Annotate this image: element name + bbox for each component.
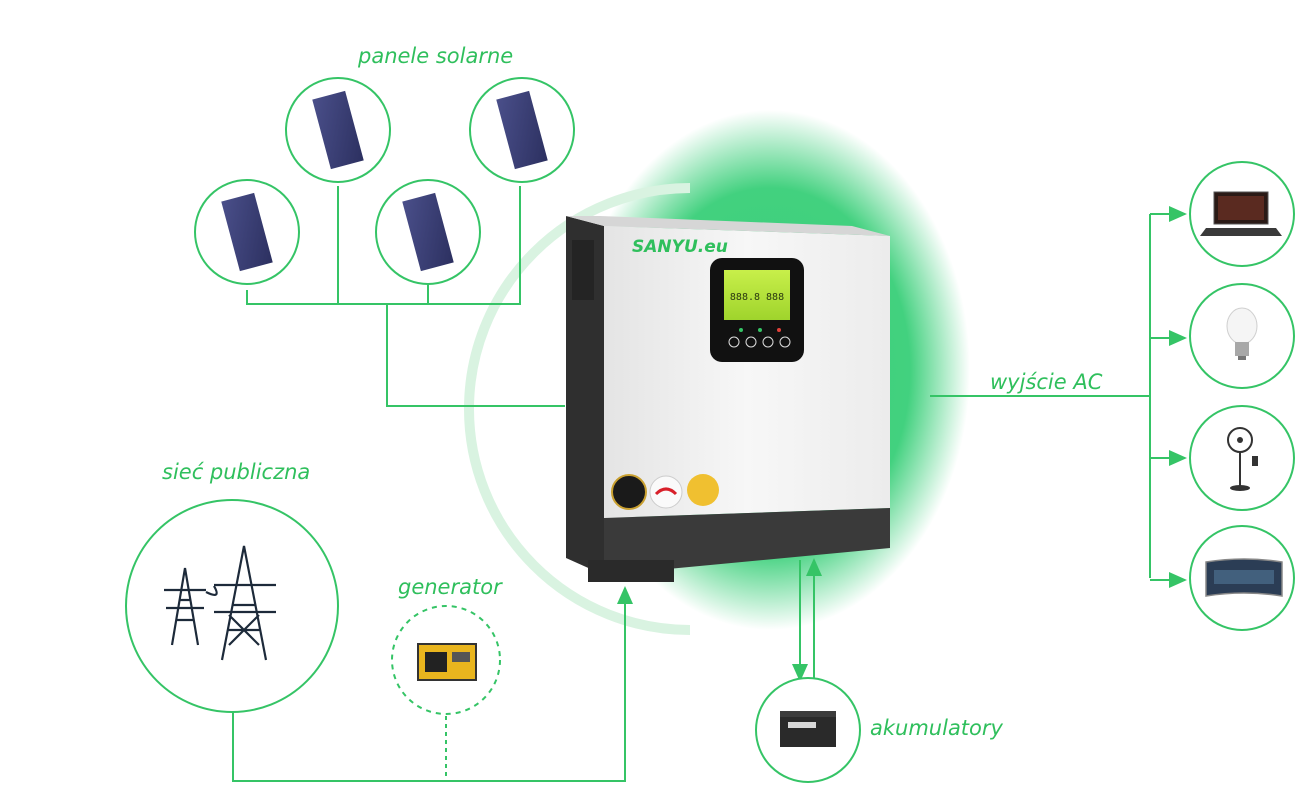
label-ac-output: wyjście AC <box>990 370 1103 394</box>
fan-icon <box>1189 405 1295 511</box>
power-tower-icon <box>125 499 339 713</box>
ac-output-lines <box>930 206 1187 588</box>
solar-panel-icon <box>375 179 481 285</box>
light-bulb-icon <box>1189 283 1295 389</box>
indicator-acinv <box>739 328 743 332</box>
solar-panel-icon <box>469 77 575 183</box>
laptop-icon <box>1189 161 1295 267</box>
generator-icon <box>391 605 501 715</box>
indicator-fault <box>777 328 781 332</box>
faint-arc <box>464 183 691 635</box>
display-button[interactable] <box>762 336 774 348</box>
label-generator: generator <box>398 575 502 599</box>
battery-icon <box>755 677 861 783</box>
indicator-chg <box>758 328 762 332</box>
lcd-readout: 888.8 888 <box>730 292 784 303</box>
label-solar: panele solarne <box>358 44 514 68</box>
badge-solar <box>687 474 719 506</box>
solar-group <box>246 186 565 407</box>
display-button[interactable] <box>728 336 740 348</box>
label-battery: akumulatory <box>870 716 1003 740</box>
display-button[interactable] <box>745 336 757 348</box>
solar-panel-icon <box>194 179 300 285</box>
inverter-device: 888.8 888 SANYU.eu <box>566 216 890 582</box>
badge-sanyu <box>611 474 647 510</box>
label-grid: sieć publiczna <box>162 460 311 484</box>
badge-poland <box>649 475 683 509</box>
tv-icon <box>1189 525 1295 631</box>
grid-lines <box>232 586 633 782</box>
battery-lines <box>792 558 822 682</box>
brand-logo: SANYU.eu <box>632 237 728 257</box>
display-button[interactable] <box>779 336 791 348</box>
solar-panel-icon <box>285 77 391 183</box>
